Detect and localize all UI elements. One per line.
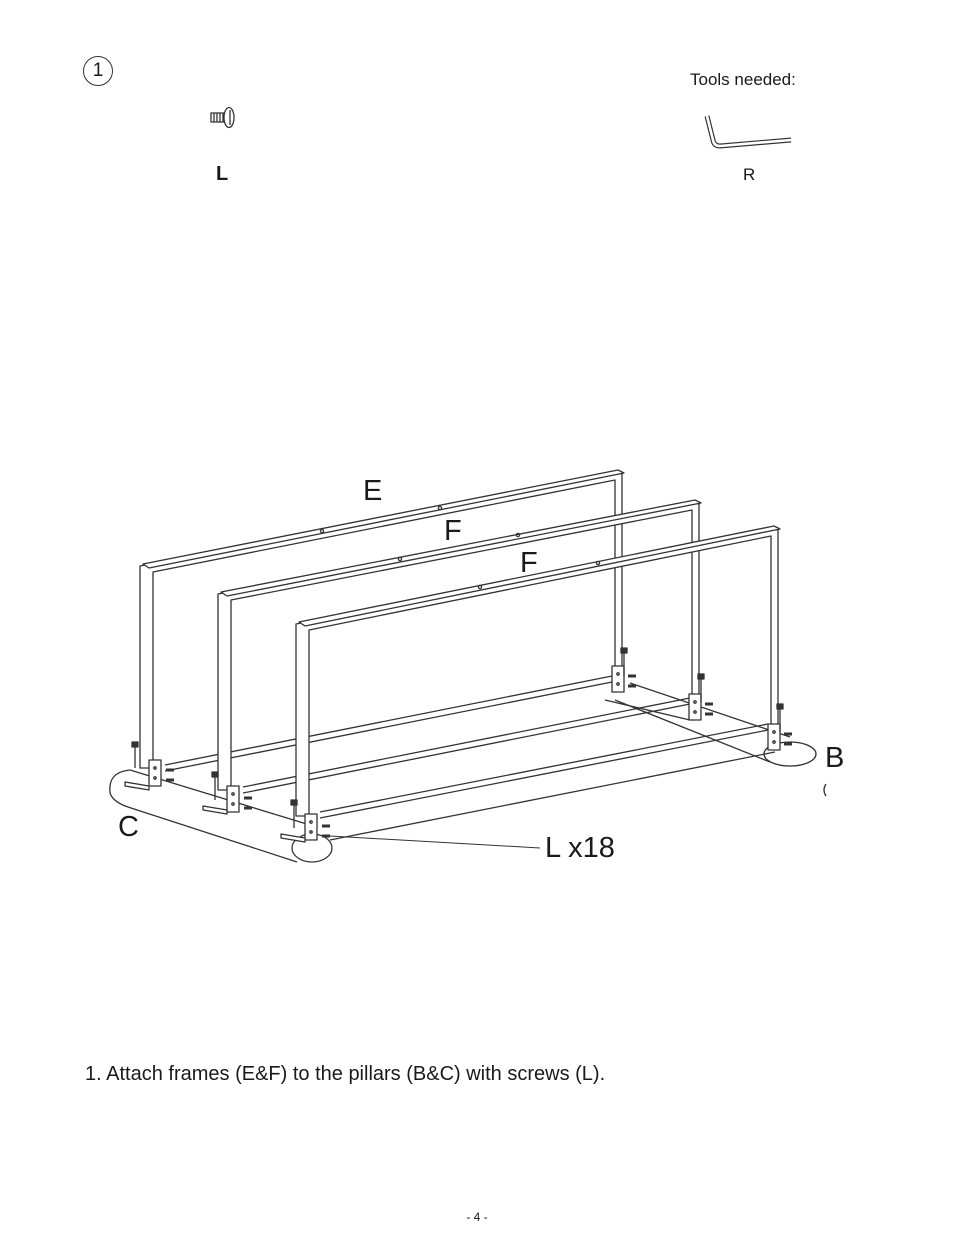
frame-e (139, 469, 625, 769)
lower-rails (164, 675, 776, 841)
tools-needed-label: Tools needed: (690, 70, 796, 89)
pillar-b-label: B (825, 742, 845, 774)
frame-e-label: E (363, 475, 383, 507)
frame-f-front (295, 525, 781, 817)
frame-f-label-2: F (520, 547, 538, 579)
mounting-brackets (124, 647, 792, 843)
allen-wrench-code: R (743, 165, 756, 184)
screw-leader-line (329, 835, 541, 849)
frame-f-label-1: F (444, 515, 462, 547)
screw-icon (210, 106, 235, 129)
screw-part-code: L (216, 163, 229, 185)
allen-wrench-icon (704, 115, 792, 149)
screw-quantity-label: L x18 (545, 832, 615, 864)
step-number-badge: 1 (83, 56, 113, 86)
page-number: - 4 - (466, 1210, 488, 1224)
step-instruction: 1. Attach frames (E&F) to the pillars (B… (85, 1063, 606, 1085)
pillar-c-label: C (118, 811, 139, 843)
frame-f-middle (217, 499, 702, 791)
